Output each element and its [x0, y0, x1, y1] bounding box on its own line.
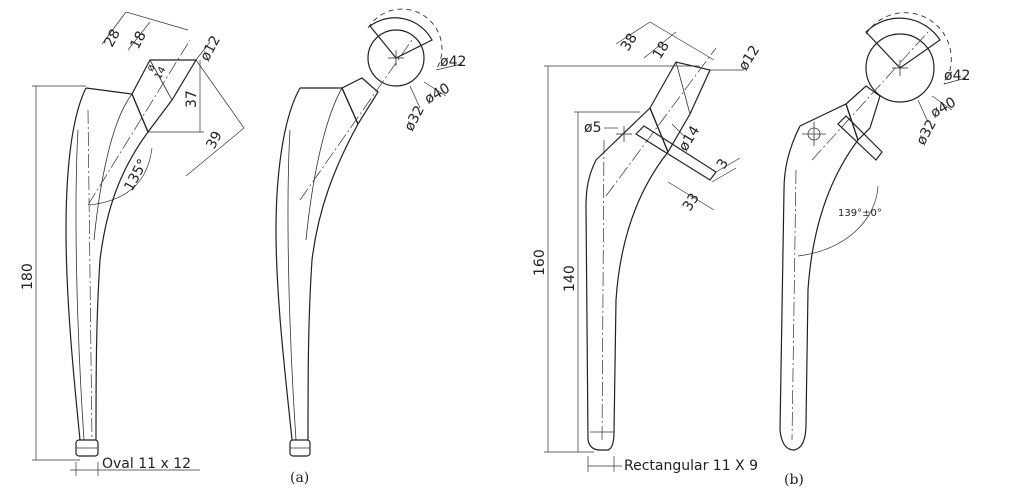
dim-b-phi32-label: ø32 [913, 117, 940, 148]
dim-18-line [127, 21, 151, 51]
dim-28-line [101, 11, 127, 45]
neck-b1-axis [605, 47, 717, 197]
neck-b2 [845, 85, 881, 142]
head-a-cup-segment [369, 17, 433, 59]
stem-b1-lateral-edge [585, 159, 597, 441]
dim-b-phi32-leader [917, 99, 929, 123]
stem-b2-medial-edge [805, 139, 859, 425]
stem-a2-inner-line-2 [305, 87, 343, 241]
stem-a2-lateral-edge [275, 87, 301, 441]
dim-39-label: 39 [203, 129, 225, 152]
neck-a2-axis [299, 39, 413, 201]
neck-a1 [131, 59, 198, 134]
dim-a-phi40-leader [423, 81, 447, 97]
stem-a2-inner-line [287, 129, 297, 441]
stem-a1-lateral-edge [65, 87, 87, 441]
stem-a1-medial-edge [95, 131, 149, 441]
neck-a1-line [149, 59, 173, 101]
head-b-cup-segment [865, 17, 941, 69]
neck-a1-axis [87, 39, 191, 206]
trunnion-pin-b [635, 125, 717, 181]
stem-b1-tip [587, 431, 615, 451]
neck-b1-line [675, 61, 691, 115]
dim-b-phi40-label: ø40 [928, 94, 959, 121]
angle-a-arc [89, 147, 153, 206]
angle-139-label: 139°±0° [838, 208, 882, 219]
head-a-dashed-arc [367, 8, 443, 71]
dim-28-ext [125, 11, 189, 31]
panel-b-assembled-stem: ø42 ø40 ø32 139°±0° (b) [779, 12, 970, 488]
dim-b-phi40-leader [931, 95, 953, 111]
dim-37-label: 37 [184, 90, 200, 108]
head-b-dashed-arc [865, 12, 952, 85]
dim-39-line [185, 127, 245, 177]
neck-b1 [649, 61, 711, 154]
caption-a: (a) [290, 470, 309, 486]
dim-b-phi42-label: ø42 [944, 68, 970, 84]
dim-14-leader [671, 123, 685, 137]
angle-b-arc [797, 185, 879, 257]
section-rect-label: Rectangular 11 X 9 [624, 458, 758, 474]
caption-b: (b) [784, 472, 804, 488]
panel-a-assembled-stem: ø42 ø40 ø32 (a) [275, 8, 466, 486]
angle-135-label: 135° [121, 157, 151, 194]
dim-b-phi42-leader [943, 77, 967, 85]
dim-140-label: 140 [562, 265, 578, 292]
dim-18b-line [643, 31, 677, 59]
stem-b1-axis [601, 139, 605, 441]
dim-a-phi42-label: ø42 [440, 54, 466, 70]
stem-a2-medial-edge [307, 123, 359, 441]
dim-38-line [615, 21, 651, 45]
dim-14-label: 14 [153, 65, 169, 81]
trunnion-pin-b2 [837, 115, 883, 161]
dim-3-ext-1 [715, 157, 741, 173]
dim-phi12b-label: ø12 [736, 43, 764, 74]
panel-b-dimensioned-stem: 38 18 ø12 ø5 ø14 3 33 160 140 Rectangula… [532, 21, 764, 474]
stem-a1-inner-line-2 [93, 93, 133, 241]
dim-39-ext [195, 59, 245, 129]
femoral-head-a [367, 29, 425, 87]
femoral-head-b [865, 33, 935, 103]
neck-a2 [341, 77, 379, 126]
stem-b2-tip [779, 423, 807, 451]
dim-3-label: 3 [714, 156, 732, 172]
dim-38-ext [649, 21, 715, 61]
dim-33-label: 33 [680, 191, 703, 215]
dim-phi12-label: ø12 [197, 33, 224, 64]
dim-a-phi32-leader [409, 85, 421, 109]
dim-33-line [667, 181, 715, 211]
dim-3-ext-2 [711, 167, 737, 183]
dim-phi-label: ø [145, 63, 158, 74]
dim-18-label: 18 [127, 29, 149, 52]
stem-a1-axis [87, 109, 93, 441]
stem-b1-medial-edge [613, 151, 669, 433]
dim-180-label: 180 [20, 263, 36, 290]
section-oval-label: Oval 11 x 12 [102, 456, 191, 472]
dim-18b-label: 18 [650, 39, 673, 63]
dim-28-label: 28 [101, 27, 123, 50]
dim-phi5-label: ø5 [584, 120, 601, 136]
neck-b2-axis [811, 31, 929, 161]
dim-38-label: 38 [618, 31, 641, 55]
stem-b2-lateral-edge [779, 125, 801, 431]
dim-a-phi32-label: ø32 [401, 103, 428, 134]
dim-a-phi40-label: ø40 [422, 80, 453, 107]
dim-a-phi42-leader [435, 63, 463, 71]
panel-a-dimensioned-stem: 28 18 ø 14 ø12 37 39 135° 180 Oval 11 x … [20, 11, 245, 476]
stem-b2-axis [791, 169, 797, 441]
dim-12-leader [195, 41, 211, 61]
stem-a1-inner-line [75, 129, 85, 441]
dim-160-label: 160 [532, 249, 548, 276]
